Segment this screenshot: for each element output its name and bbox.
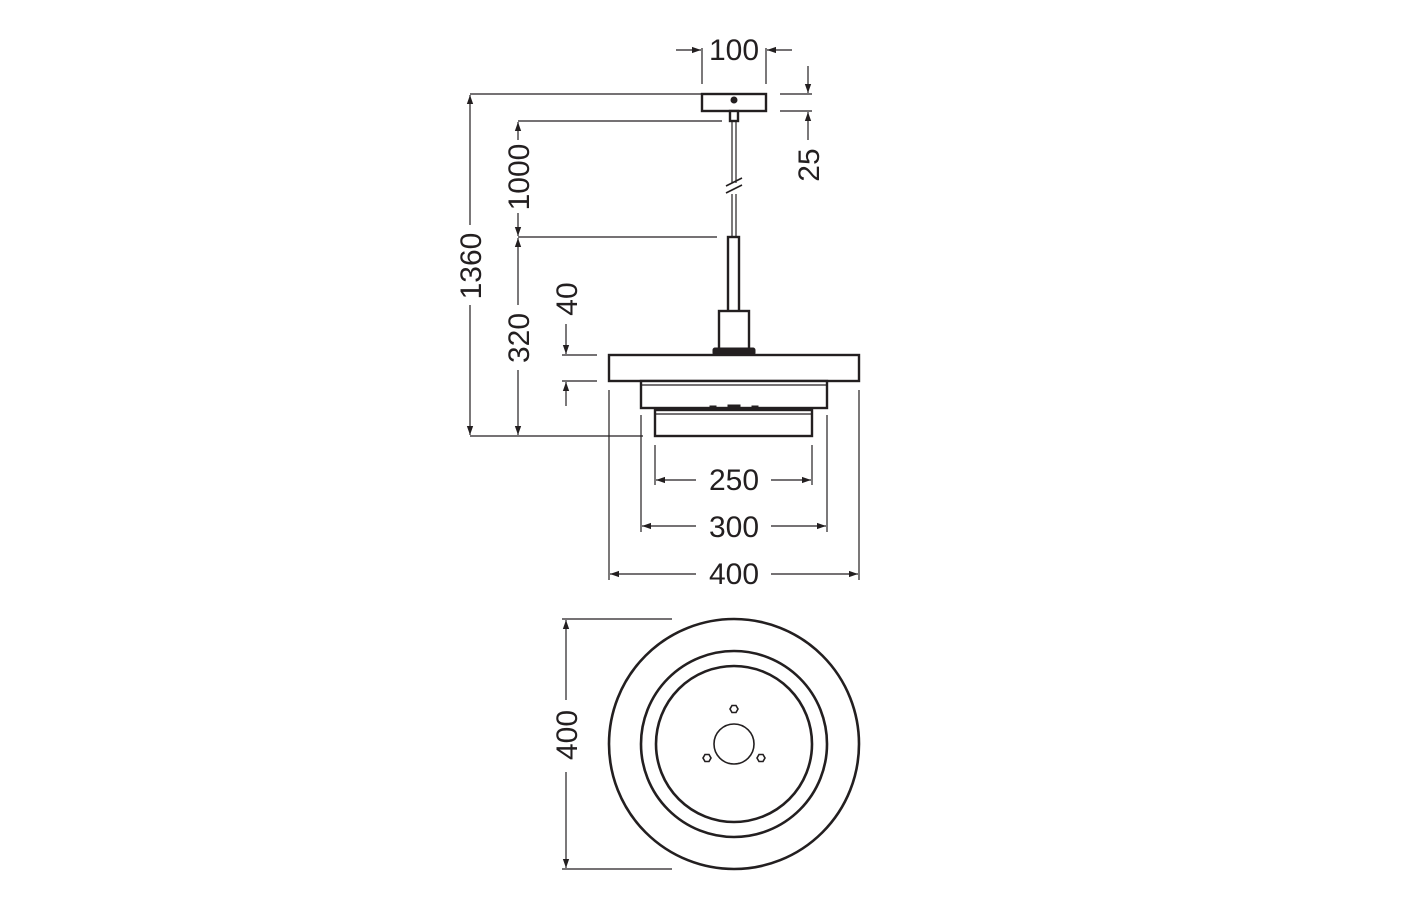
side-elevation xyxy=(607,92,861,438)
dim-body-height: 320 xyxy=(503,313,536,363)
dim-middle-diameter: 300 xyxy=(709,511,759,544)
plan-middle-circle xyxy=(639,649,829,839)
plan-outer-circle xyxy=(607,617,861,871)
plan-inner-circle xyxy=(654,664,814,824)
plan-screw-top xyxy=(729,704,739,714)
socket-housing xyxy=(717,309,751,355)
suspension-rod xyxy=(726,235,741,314)
dim-plan-diameter: 400 xyxy=(551,710,584,760)
plan-screw-right xyxy=(756,753,766,763)
dim-outer-diameter: 400 xyxy=(709,558,759,591)
top-disc xyxy=(607,353,861,383)
plan-screw-left xyxy=(702,753,712,763)
plan-socket-circle xyxy=(713,723,755,765)
plan-view xyxy=(562,617,861,871)
dim-disc-thickness: 40 xyxy=(551,282,584,315)
dimension-labels: 100 25 1000 1360 320 40 250 300 400 400 xyxy=(455,34,826,760)
dim-total-height: 1360 xyxy=(455,233,488,300)
canopy-screw xyxy=(730,96,738,104)
dim-canopy-width: 100 xyxy=(709,34,759,67)
cable-gland xyxy=(728,109,740,123)
dim-cable-length: 1000 xyxy=(503,144,536,211)
dimension-lines xyxy=(466,46,860,580)
dim-canopy-height: 25 xyxy=(793,148,826,181)
dim-inner-diameter: 250 xyxy=(709,464,759,497)
cable-break-symbol xyxy=(725,177,743,194)
